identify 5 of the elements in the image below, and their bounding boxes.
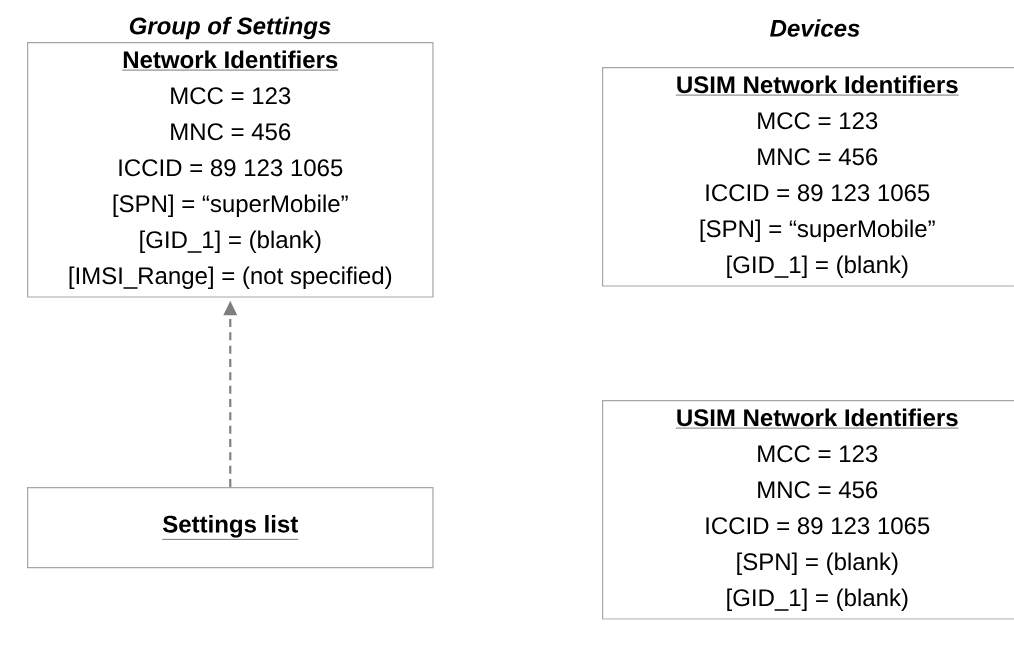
column-heading: Devices — [770, 19, 860, 37]
settings-box: Network Identifiers MCC = 123 MNC = 456 ICCID = 89 123 1065 [SPN] = “superMobile” [GID_1] = (blank) [IMSI_Range] = (not specified) — [27, 42, 434, 298]
identifier-box: USIM Network Identifiers MCC = 123 MNC = 456 ICCID = 89 123 1065 [SPN] = (blank) [GID_1] = (blank) — [602, 400, 1014, 620]
identifier-box: USIM Network Identifiers MCC = 123 MNC = 456 ICCID = 89 123 1065 [SPN] = “superMobile” [GID_1] = (blank) — [602, 67, 1014, 287]
list-box: Settings list — [27, 487, 434, 569]
